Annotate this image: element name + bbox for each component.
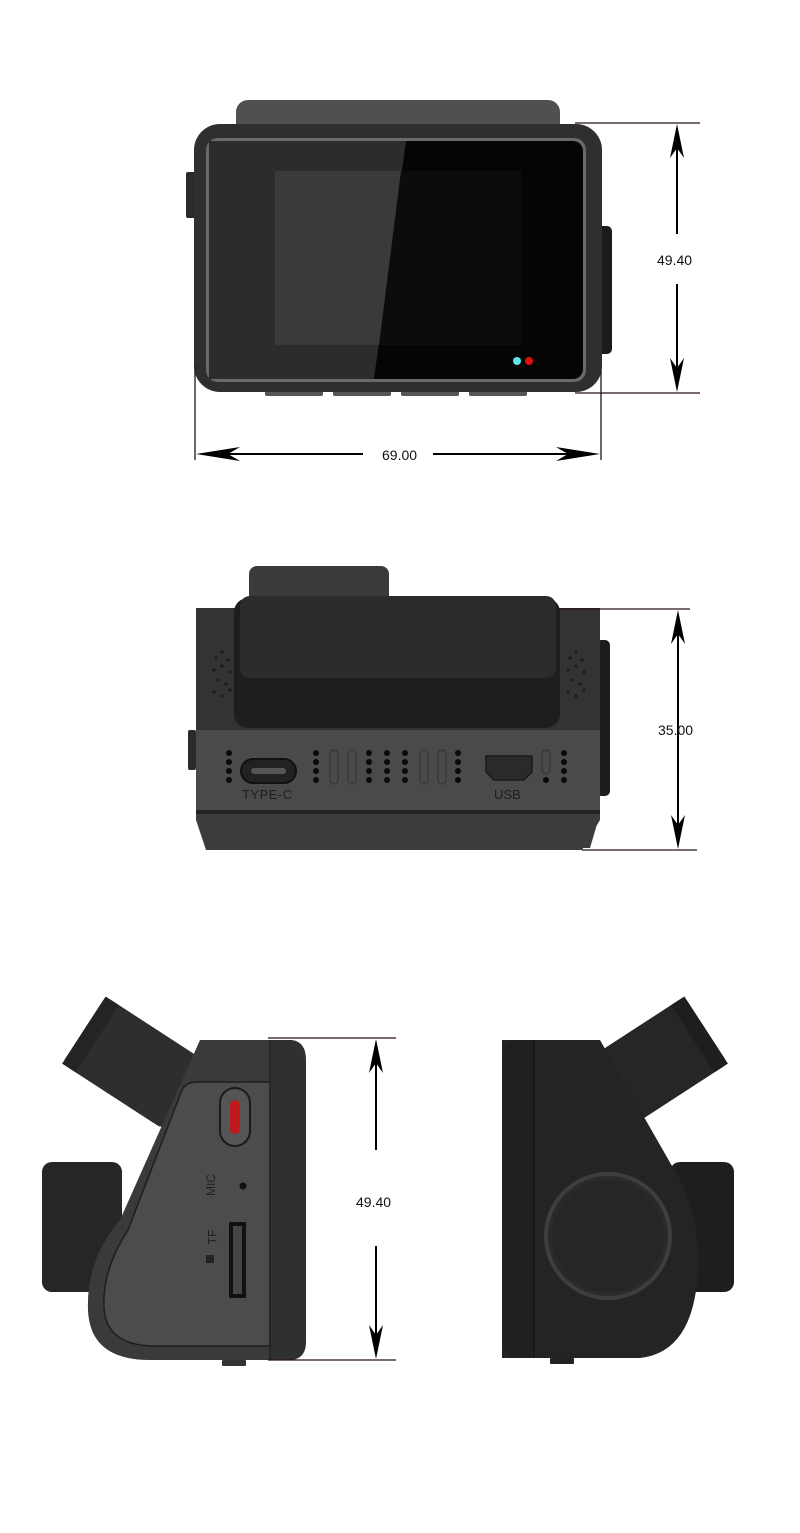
front-view-drawing	[186, 100, 612, 396]
led-blue	[513, 357, 521, 365]
type-c-port-label: TYPE-C	[242, 787, 293, 802]
front-width-dimension-lines	[194, 366, 602, 461]
vent-holes	[226, 750, 567, 783]
top-depth-label: 35.00	[658, 722, 694, 738]
side-height-label: 49.40	[354, 1192, 394, 1212]
usb-port-label: USB	[494, 787, 521, 802]
right-side-drawing	[502, 996, 734, 1364]
left-side-view: MIC TF 49.40	[0, 990, 460, 1390]
front-view: 49.40 69.00	[0, 0, 800, 480]
side-height-dimension-lines	[268, 1037, 396, 1361]
top-view-drawing	[188, 566, 610, 850]
left-side-drawing	[42, 996, 306, 1366]
front-width-label: 69.00	[380, 445, 420, 465]
front-height-label: 49.40	[655, 250, 695, 270]
led-red	[525, 357, 533, 365]
right-side-view	[460, 990, 800, 1390]
top-depth-dimension-lines	[560, 608, 697, 851]
front-height-dimension-lines	[575, 122, 700, 394]
top-view: TYPE-C USB 35.00	[0, 480, 800, 880]
